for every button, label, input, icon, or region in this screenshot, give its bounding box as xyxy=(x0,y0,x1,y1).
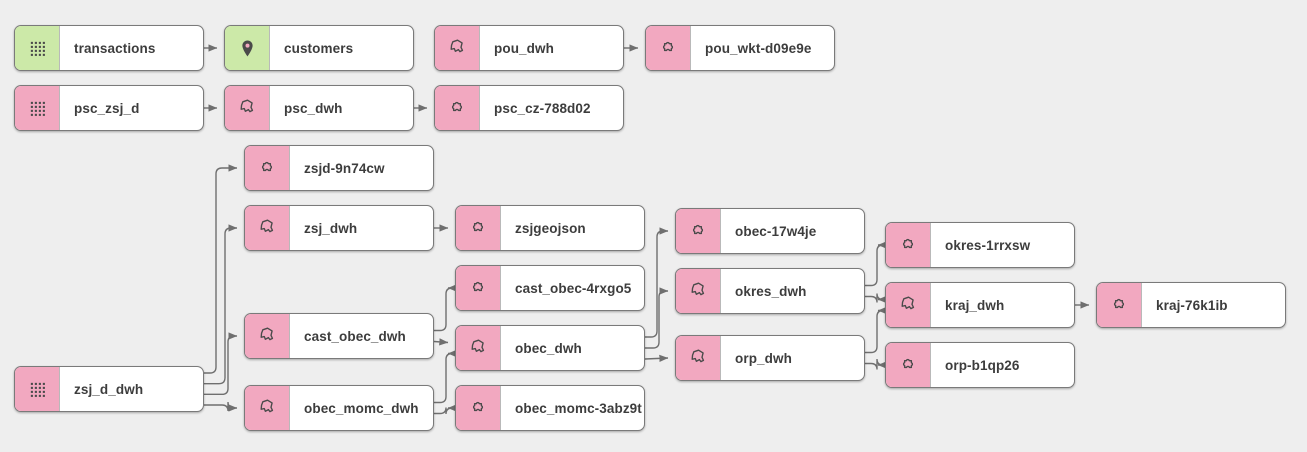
graph-node-zsj_dwh[interactable]: zsj_dwh xyxy=(244,205,434,251)
puzzle-piece-icon xyxy=(676,209,721,253)
edge-obec_dwh-to-obec-17w4je xyxy=(645,227,669,338)
edge-okres_dwh-to-kraj_dwh xyxy=(865,293,887,304)
node-label: okres-1rrxsw xyxy=(945,237,1031,253)
edge-cast_obec_dwh-to-cast_obec-4rxgo5 xyxy=(434,284,457,332)
edge-cast_obec_dwh-to-obec_dwh xyxy=(433,338,449,346)
puzzle-piece-icon xyxy=(245,146,290,190)
graph-node-zsjd-9n74cw[interactable]: zsjd-9n74cw xyxy=(244,145,434,191)
grid-dots-icon xyxy=(15,367,60,411)
grid-dots-icon xyxy=(15,26,60,70)
edge-orp_dwh-to-kraj_dwh xyxy=(865,306,887,354)
edge-zsj_d_dwh-to-obec_momc_dwh xyxy=(204,401,238,412)
graph-node-obec-17w4je[interactable]: obec-17w4je xyxy=(675,208,865,254)
polygon-icon xyxy=(676,336,721,380)
node-label: pou_wkt-d09e9e xyxy=(705,40,812,56)
puzzle-piece-icon xyxy=(646,26,691,70)
puzzle-piece-icon xyxy=(435,86,480,130)
graph-node-customers[interactable]: customers xyxy=(224,25,414,71)
puzzle-piece-icon xyxy=(456,386,501,430)
graph-node-kraj_dwh[interactable]: kraj_dwh xyxy=(885,282,1075,328)
graph-node-cast_obec_dwh[interactable]: cast_obec_dwh xyxy=(244,313,434,359)
node-label: psc_zsj_d xyxy=(74,100,140,116)
node-label: obec_dwh xyxy=(515,340,582,356)
edge-okres_dwh-to-okres-1rrxsw xyxy=(865,241,887,287)
graph-node-zsjgeojson[interactable]: zsjgeojson xyxy=(455,205,645,251)
graph-node-pou_wkt-d09e9e[interactable]: pou_wkt-d09e9e xyxy=(645,25,835,71)
polygon-icon xyxy=(245,386,290,430)
node-label: zsjgeojson xyxy=(515,220,586,236)
map-pin-icon xyxy=(225,26,270,70)
edge-zsj_d_dwh-to-zsj_dwh xyxy=(204,224,238,385)
edge-zsj_d_dwh-to-zsjd-9n74cw xyxy=(204,164,238,374)
edge-obec_momc_dwh-to-obec_momc-3abz9t xyxy=(434,404,457,415)
puzzle-piece-icon xyxy=(456,266,501,310)
node-label: obec_momc-3abz9t xyxy=(515,400,642,416)
graph-node-psc_cz-788d02[interactable]: psc_cz-788d02 xyxy=(434,85,624,131)
polygon-icon xyxy=(886,283,931,327)
node-label: transactions xyxy=(74,40,156,56)
edge-obec_dwh-to-orp_dwh xyxy=(644,354,669,363)
polygon-icon xyxy=(225,86,270,130)
polygon-icon xyxy=(245,206,290,250)
graph-node-obec_momc_dwh[interactable]: obec_momc_dwh xyxy=(244,385,434,431)
edge-orp_dwh-to-orp-b1qp26 xyxy=(865,358,887,370)
node-label: cast_obec-4rxgo5 xyxy=(515,280,632,296)
node-label: orp_dwh xyxy=(735,350,792,366)
grid-dots-icon xyxy=(15,86,60,130)
node-label: zsjd-9n74cw xyxy=(304,160,385,176)
polygon-icon xyxy=(456,326,501,370)
puzzle-piece-icon xyxy=(456,206,501,250)
edge-obec_momc_dwh-to-obec_dwh xyxy=(434,349,457,404)
polygon-icon xyxy=(435,26,480,70)
graph-node-obec_dwh[interactable]: obec_dwh xyxy=(455,325,645,371)
puzzle-piece-icon xyxy=(886,223,931,267)
puzzle-piece-icon xyxy=(886,343,931,387)
polygon-icon xyxy=(245,314,290,358)
graph-node-okres_dwh[interactable]: okres_dwh xyxy=(675,268,865,314)
node-label: orp-b1qp26 xyxy=(945,357,1020,373)
node-label: psc_cz-788d02 xyxy=(494,100,591,116)
graph-node-kraj-76k1ib[interactable]: kraj-76k1ib xyxy=(1096,282,1286,328)
node-label: pou_dwh xyxy=(494,40,554,56)
graph-node-okres-1rrxsw[interactable]: okres-1rrxsw xyxy=(885,222,1075,268)
edge-obec_dwh-to-okres_dwh xyxy=(645,287,669,349)
graph-node-obec_momc-3abz9t[interactable]: obec_momc-3abz9t xyxy=(455,385,645,431)
graph-node-pou_dwh[interactable]: pou_dwh xyxy=(434,25,624,71)
node-label: cast_obec_dwh xyxy=(304,328,406,344)
polygon-icon xyxy=(676,269,721,313)
node-label: obec-17w4je xyxy=(735,223,817,239)
graph-node-psc_dwh[interactable]: psc_dwh xyxy=(224,85,414,131)
node-label: kraj_dwh xyxy=(945,297,1005,313)
puzzle-piece-icon xyxy=(1097,283,1142,327)
graph-node-orp_dwh[interactable]: orp_dwh xyxy=(675,335,865,381)
node-label: zsj_d_dwh xyxy=(74,381,144,397)
node-label: zsj_dwh xyxy=(304,220,358,236)
graph-node-psc_zsj_d[interactable]: psc_zsj_d xyxy=(14,85,204,131)
edge-zsj_d_dwh-to-cast_obec_dwh xyxy=(204,332,238,396)
node-label: psc_dwh xyxy=(284,100,343,116)
graph-node-zsj_d_dwh[interactable]: zsj_d_dwh xyxy=(14,366,204,412)
node-label: obec_momc_dwh xyxy=(304,400,419,416)
node-label: okres_dwh xyxy=(735,283,807,299)
graph-node-orp-b1qp26[interactable]: orp-b1qp26 xyxy=(885,342,1075,388)
node-label: kraj-76k1ib xyxy=(1156,297,1228,313)
graph-node-transactions[interactable]: transactions xyxy=(14,25,204,71)
graph-node-cast_obec-4rxgo5[interactable]: cast_obec-4rxgo5 xyxy=(455,265,645,311)
node-label: customers xyxy=(284,40,354,56)
